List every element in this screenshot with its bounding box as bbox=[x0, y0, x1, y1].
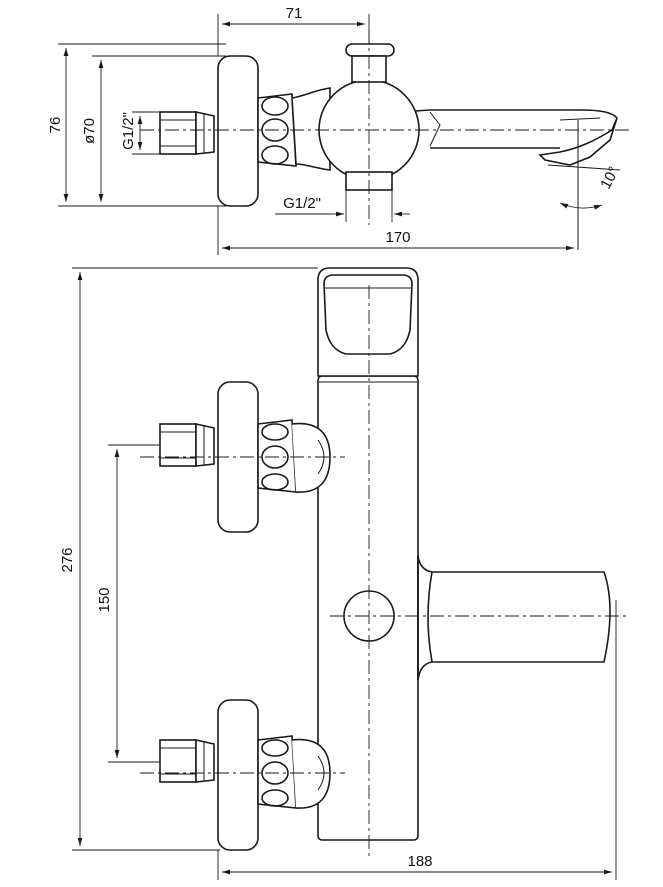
dim-g12-bottom-label: G1/2" bbox=[283, 195, 321, 212]
wall-flange bbox=[217, 55, 259, 207]
spout-top bbox=[399, 109, 618, 166]
diverter-knob bbox=[345, 43, 395, 83]
dim-71-label: 71 bbox=[286, 5, 303, 22]
dim-150-label: 150 bbox=[96, 587, 113, 612]
wall-flange-lower bbox=[217, 699, 259, 851]
dim-188-label: 188 bbox=[407, 853, 432, 870]
body-neck bbox=[291, 87, 331, 171]
dim-276-label: 276 bbox=[59, 547, 76, 572]
dim-angle-label: 10° bbox=[597, 164, 623, 192]
dim-o70-label: ø70 bbox=[81, 118, 98, 144]
dim-170-label: 170 bbox=[385, 229, 410, 246]
spout-front bbox=[417, 555, 611, 681]
inlet-connector-top bbox=[159, 111, 215, 155]
top-view: 71 76 ø70 G1/2" G1/2" 170 10° bbox=[47, 5, 630, 255]
dim-g12-left-label: G1/2" bbox=[120, 112, 137, 150]
eccentric-nut-lower bbox=[257, 735, 331, 809]
top-knob bbox=[317, 267, 419, 377]
front-view: 276 150 188 bbox=[59, 267, 630, 880]
inlet-connector-upper bbox=[159, 423, 215, 467]
dim-76-label: 76 bbox=[47, 117, 64, 134]
inlet-connector-lower bbox=[159, 739, 215, 783]
eccentric-nut-upper bbox=[257, 419, 331, 493]
